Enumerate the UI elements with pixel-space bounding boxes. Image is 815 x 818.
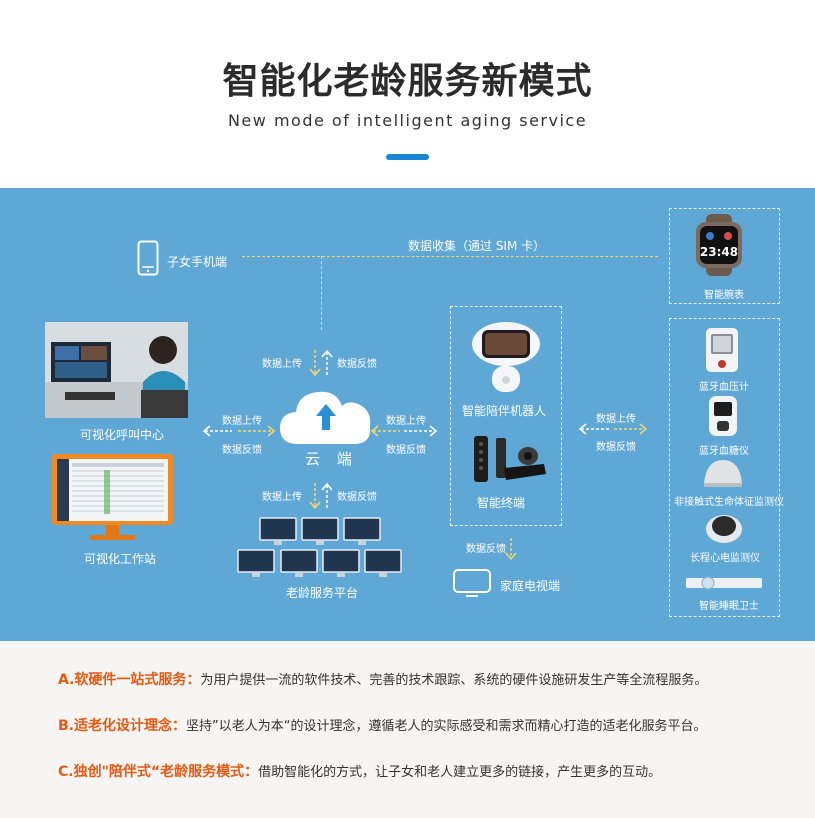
bp-label: 蓝牙血压计 <box>699 382 749 393</box>
ecg-monitor-icon <box>706 515 742 543</box>
robot-icon <box>472 322 540 392</box>
child-phone-label: 子女手机端 <box>167 255 228 269</box>
phone-icon <box>137 240 159 276</box>
platform-monitors <box>237 517 402 577</box>
bottom-upload-label: 数据上传 <box>262 492 302 503</box>
sleep-guard-icon <box>686 576 762 590</box>
mid-exchange-arrows <box>370 425 438 437</box>
sleep-label: 智能睡眠卫士 <box>699 601 759 612</box>
mid-upload-label: 数据上传 <box>386 416 426 427</box>
tv-label: 家庭电视端 <box>500 579 561 593</box>
feature-c-body: 借助智能化的方式，让子女和老人建立更多的链接，产生更多的互动。 <box>258 765 662 780</box>
left-feedback-label: 数据反馈 <box>222 445 262 456</box>
vital-monitor-icon <box>704 460 742 487</box>
feature-b: B.适老化设计理念：坚持”以老人为本“的设计理念，遵循老人的实际感受和需求而精心… <box>58 715 706 735</box>
tv-icon <box>453 569 491 597</box>
watch-time-text: 23:48 <box>700 245 738 259</box>
watch-box <box>669 208 780 304</box>
robot-label: 智能陪伴机器人 <box>462 404 547 418</box>
glucose-meter-icon <box>709 396 737 436</box>
left-upload-label: 数据上传 <box>222 416 262 427</box>
page-title: 智能化老龄服务新模式 <box>222 61 593 102</box>
bottom-exchange-arrows <box>309 482 333 510</box>
feature-a-head: A.软硬件一站式服务： <box>58 672 201 688</box>
feature-a: A.软硬件一站式服务：为用户提供一流的软件技术、完善的技术跟踪、系统的硬件设施研… <box>58 669 707 689</box>
left-exchange-arrows <box>202 425 276 437</box>
phone-connector-line <box>242 256 320 257</box>
feature-list: A.软硬件一站式服务：为用户提供一流的软件技术、完善的技术跟踪、系统的硬件设施研… <box>0 641 815 818</box>
robot-terminal-box <box>450 306 562 526</box>
feature-c: C.独创"陪伴式“老龄服务模式：借助智能化的方式，让子女和老人建立更多的链接，产… <box>58 761 661 781</box>
right-upload-label: 数据上传 <box>596 414 636 425</box>
cloud-icon <box>280 391 371 444</box>
mid-feedback-label: 数据反馈 <box>386 445 426 456</box>
right-feedback-label: 数据反馈 <box>596 442 636 453</box>
smart-watch-icon: 23:48 <box>696 214 742 276</box>
top-upload-label: 数据上传 <box>262 359 302 370</box>
architecture-diagram: 数据收集（通过 SIM 卡） 子女手机端 可视化呼叫中心 <box>0 188 815 641</box>
terminal-icon <box>474 436 546 482</box>
bp-meter-icon <box>706 328 738 372</box>
title-accent-bar <box>386 154 429 160</box>
feature-b-body: 坚持”以老人为本“的设计理念，遵循老人的实际感受和需求而精心打造的适老化服务平台… <box>186 719 707 734</box>
devices-box <box>669 318 780 617</box>
elderly-platform-label: 老龄服务平台 <box>286 586 359 600</box>
tv-feedback-arrow <box>505 538 517 561</box>
vital-label: 非接触式生命体征监测仪 <box>674 497 784 508</box>
cloud-label: 云 端 <box>305 450 358 468</box>
feature-c-head: C.独创"陪伴式“老龄服务模式： <box>58 764 259 780</box>
bottom-feedback-label: 数据反馈 <box>337 492 377 503</box>
terminal-label: 智能终端 <box>477 496 526 510</box>
ecg-label: 长程心电监测仪 <box>690 553 760 564</box>
feature-b-head: B.适老化设计理念： <box>58 718 186 734</box>
tv-feedback-label: 数据反馈 <box>466 544 506 555</box>
call-center-label: 可视化呼叫中心 <box>80 428 165 442</box>
call-center-photo <box>45 322 188 418</box>
workstation-label: 可视化工作站 <box>84 552 157 566</box>
cloud-vertical-line <box>321 256 322 330</box>
feature-a-body: 为用户提供一流的软件技术、完善的技术跟踪、系统的硬件设施研发生产等全流程服务。 <box>200 673 708 688</box>
data-collect-label: 数据收集（通过 SIM 卡） <box>408 239 546 253</box>
top-feedback-label: 数据反馈 <box>337 359 377 370</box>
header: 智能化老龄服务新模式 New mode of intelligent aging… <box>0 0 815 188</box>
watch-label: 智能腕表 <box>704 290 744 301</box>
right-exchange-arrows <box>578 423 648 435</box>
page-subtitle: New mode of intelligent aging service <box>227 111 588 130</box>
top-exchange-arrows <box>309 349 333 377</box>
glucose-label: 蓝牙血糖仪 <box>699 446 749 457</box>
workstation-monitor <box>52 454 173 540</box>
data-collect-line <box>322 256 658 257</box>
